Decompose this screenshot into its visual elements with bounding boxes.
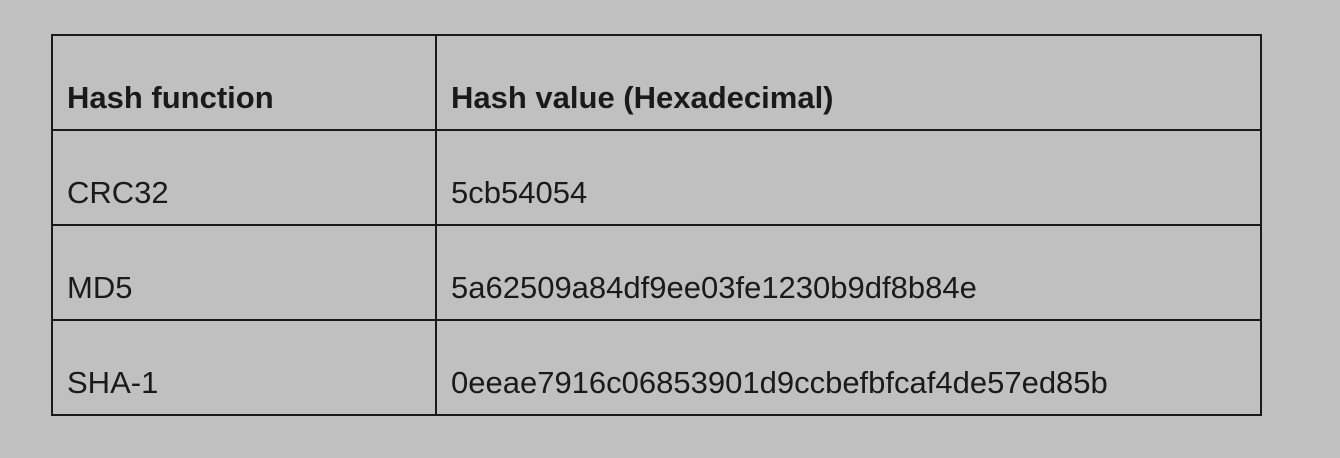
table-row: SHA-1 0eeae7916c06853901d9ccbefbfcaf4de5… <box>51 319 1262 416</box>
column-header-hash-function: Hash function <box>51 34 437 131</box>
hash-value-cell: 5a62509a84df9ee03fe1230b9df8b84e <box>435 224 1262 321</box>
table-header-row: Hash function Hash value (Hexadecimal) <box>51 34 1262 131</box>
hash-table: Hash function Hash value (Hexadecimal) C… <box>51 34 1262 416</box>
table-row: CRC32 5cb54054 <box>51 129 1262 226</box>
hash-value-cell: 5cb54054 <box>435 129 1262 226</box>
hash-value-cell: 0eeae7916c06853901d9ccbefbfcaf4de57ed85b <box>435 319 1262 416</box>
hash-function-cell: SHA-1 <box>51 319 437 416</box>
table-row: MD5 5a62509a84df9ee03fe1230b9df8b84e <box>51 224 1262 321</box>
column-header-hash-value: Hash value (Hexadecimal) <box>435 34 1262 131</box>
hash-function-cell: MD5 <box>51 224 437 321</box>
hash-function-cell: CRC32 <box>51 129 437 226</box>
